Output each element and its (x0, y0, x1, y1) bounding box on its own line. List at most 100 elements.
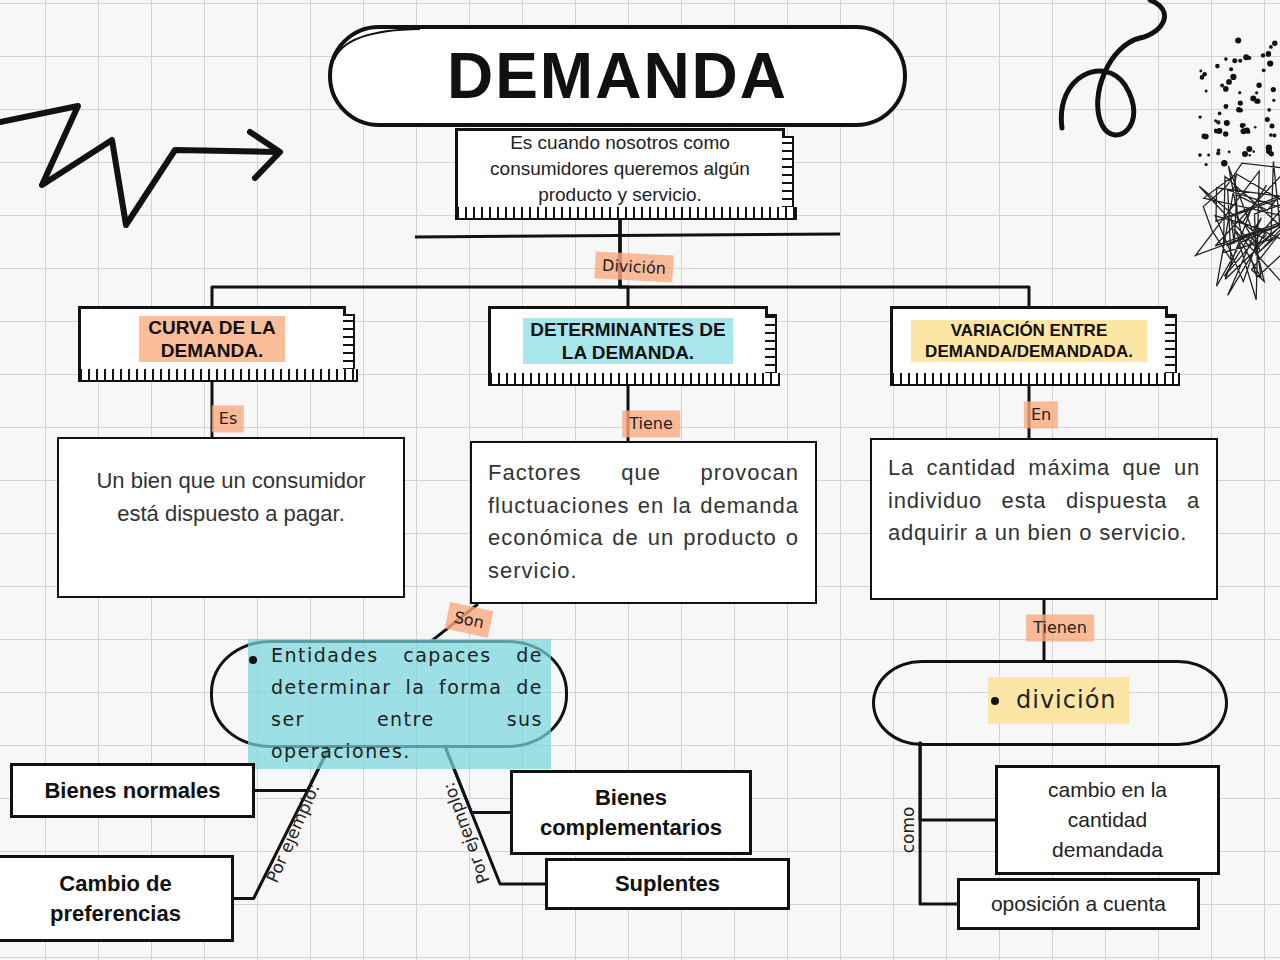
node-text: Bienes normales (44, 776, 220, 806)
node-text: Cambio de preferencias (10, 869, 221, 929)
dot (1254, 101, 1257, 104)
dot (1235, 37, 1241, 43)
dot (1255, 91, 1258, 94)
dot (1244, 128, 1250, 134)
dot (1267, 108, 1271, 112)
node-text: DETERMINANTES DE LA DEMANDA. (523, 318, 733, 364)
dot (1203, 134, 1209, 140)
dot (1238, 101, 1243, 106)
dot (1252, 150, 1255, 153)
connector (620, 210, 1029, 306)
example-box: cambio en la cantidad demandada (995, 765, 1220, 875)
dot (1267, 60, 1273, 66)
swirl (1061, 0, 1164, 135)
edge-label: En (1024, 401, 1058, 428)
category-box: CURVA DE LA DEMANDA. (78, 306, 346, 372)
edge-label: Por ejemplo: (262, 780, 324, 885)
scribble-line (1196, 161, 1280, 299)
dot (1238, 91, 1241, 94)
dot (1272, 99, 1275, 102)
dot (1230, 74, 1236, 80)
dot (1272, 41, 1277, 46)
dot (1198, 115, 1201, 118)
description-box: Un bien que un consumidor está dispuesto… (57, 437, 405, 598)
dot (1271, 87, 1276, 92)
dot (1226, 79, 1232, 85)
dot (1214, 129, 1218, 133)
dot (1269, 133, 1273, 137)
dot (1262, 68, 1266, 72)
title-text: DEMANDA (330, 27, 905, 125)
connector (920, 742, 995, 820)
node-text: Bienes complementarios (523, 783, 739, 843)
dot (1242, 151, 1248, 157)
dot (1238, 59, 1242, 63)
node-text: divición (988, 677, 1129, 724)
edge-label: como (898, 807, 918, 854)
dot (1232, 58, 1237, 63)
dot (1205, 163, 1208, 166)
node-text: Factores que provocan fluctuaciones en l… (488, 457, 799, 587)
node-text: Es cuando nosotros como consumidores que… (486, 130, 754, 208)
description-box: La cantidad máxima que un individuo esta… (870, 438, 1218, 600)
dot (1272, 134, 1276, 138)
node-text: oposición a cuenta (991, 889, 1166, 919)
example-box: Cambio de preferencias (0, 855, 234, 942)
dot (1205, 89, 1208, 92)
dot (1221, 160, 1227, 166)
dot (1229, 67, 1233, 71)
arrow-head (250, 132, 280, 178)
category-box: DETERMINANTES DE LA DEMANDA. (488, 306, 768, 376)
edge-label: Tienen (1026, 614, 1094, 641)
example-box: oposición a cuenta (957, 878, 1200, 930)
dot (1243, 54, 1249, 60)
dot (1269, 151, 1274, 156)
underline (415, 234, 840, 237)
node-text: Un bien que un consumidor está dispuesto… (79, 465, 383, 530)
dot (1246, 146, 1252, 152)
node-text: cambio en la cantidad demandada (1028, 775, 1187, 865)
dot (1217, 149, 1220, 152)
dot (1224, 57, 1228, 61)
bullet (991, 697, 999, 705)
dot (1266, 145, 1272, 151)
edge-label: Divición (594, 251, 673, 282)
node-text: Entidades capaces de determinar la forma… (248, 639, 551, 769)
title-pill (330, 27, 905, 125)
zigzag-arrow (0, 106, 278, 225)
dot (1228, 150, 1231, 153)
node-text: Suplentes (615, 869, 720, 899)
node-text: VARIACIÓN ENTRE DEMANDA/DEMANDADA. (911, 320, 1147, 362)
dot (1256, 83, 1261, 88)
definition-box: Es cuando nosotros como consumidores que… (455, 128, 785, 210)
dot (1266, 51, 1272, 57)
node-text: CURVA DE LA DEMANDA. (139, 316, 285, 362)
example-box: Bienes normales (10, 763, 255, 818)
connector (920, 742, 957, 904)
edge-label: Es (212, 405, 244, 432)
dot (1223, 131, 1228, 136)
dot (1240, 123, 1245, 128)
dot (1254, 126, 1257, 129)
oval-box: Entidades capaces de determinar la forma… (210, 640, 568, 748)
dot-cluster (1198, 37, 1277, 166)
dot (1223, 86, 1229, 92)
edge-label: Tiene (622, 410, 680, 437)
scribble (1196, 161, 1280, 299)
dot (1224, 120, 1230, 126)
oval-box: divición (872, 660, 1228, 746)
dot (1199, 70, 1202, 73)
dot (1224, 104, 1229, 109)
dot (1239, 108, 1243, 112)
dot (1215, 64, 1220, 69)
dot (1261, 53, 1265, 57)
dot (1207, 153, 1210, 156)
dot (1218, 112, 1222, 116)
example-box: Suplentes (545, 858, 790, 910)
dot (1200, 75, 1205, 80)
node-text: La cantidad máxima que un individuo esta… (888, 452, 1200, 550)
dot (1198, 153, 1202, 157)
example-box: Bienes complementarios (510, 770, 752, 855)
title-pill-sketch (334, 29, 420, 60)
